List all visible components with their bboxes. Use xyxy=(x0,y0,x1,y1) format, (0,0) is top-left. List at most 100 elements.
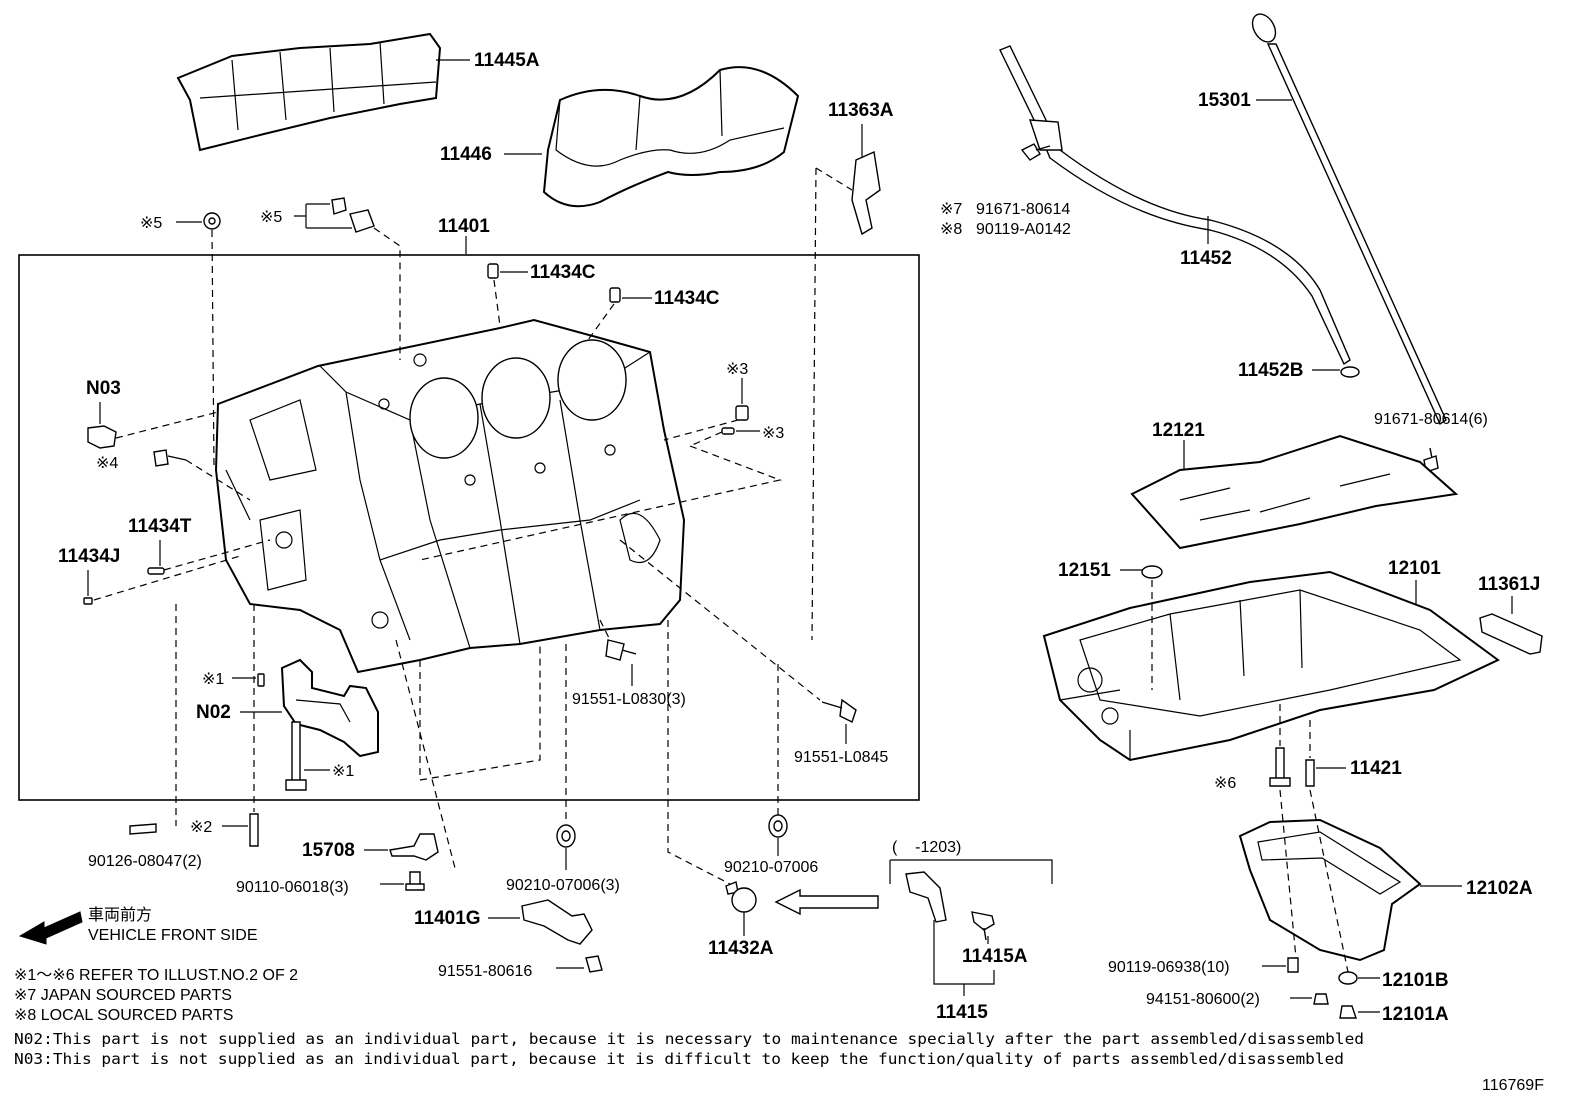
bolt-4 xyxy=(153,449,187,467)
dowel-pin-11434C-b xyxy=(609,287,621,303)
arrow-left-outline-icon xyxy=(774,888,879,916)
range-note: ( -1203) xyxy=(892,839,961,856)
pin-11434T xyxy=(147,567,165,575)
note-2: ※7 JAPAN SOURCED PARTS xyxy=(14,987,232,1004)
label-91551-L0845: 91551-L0845 xyxy=(794,749,888,766)
cylinder-block-group-frame xyxy=(18,254,920,801)
mark-7: ※7 xyxy=(940,201,962,218)
label-12121: 12121 xyxy=(1152,420,1205,441)
label-n03: N03 xyxy=(86,378,121,399)
label-11434T: 11434T xyxy=(128,516,192,537)
bracket-11363A xyxy=(851,150,881,236)
sensor-11401G xyxy=(521,899,593,945)
washer-5 xyxy=(203,212,221,230)
label-90210-07006: 90210-07006 xyxy=(724,859,818,876)
label-n02: N02 xyxy=(196,702,231,723)
direction-english: VEHICLE FRONT SIDE xyxy=(88,927,258,944)
arrow-left-icon xyxy=(18,911,83,945)
label-11401G: 11401G xyxy=(414,908,481,929)
label-90119-06938-10: 90119-06938(10) xyxy=(1108,959,1230,976)
stud-11421 xyxy=(1305,759,1315,787)
ref8-part: 90119-A0142 xyxy=(976,221,1071,238)
mark-6: ※6 xyxy=(1214,775,1236,792)
label-11415A: 11415A xyxy=(962,946,1028,967)
union-5 xyxy=(331,197,375,233)
direction-japanese: 車両前方 xyxy=(88,906,152,924)
label-91551-L0830-3: 91551-L0830(3) xyxy=(572,691,686,708)
label-91671-80614-6: 91671-80614(6) xyxy=(1374,411,1488,428)
label-90110-06018-3: 90110-06018(3) xyxy=(236,879,349,896)
stud-90126-08047 xyxy=(129,823,157,835)
dowel-pin-11434C-a xyxy=(487,263,499,279)
label-15708: 15708 xyxy=(302,840,355,861)
mark-5a: ※5 xyxy=(140,215,162,232)
label-12102A: 12102A xyxy=(1466,878,1533,899)
note-1: ※1～※6 REFER TO ILLUST.NO.2 OF 2 xyxy=(14,967,298,984)
bolt-11415A xyxy=(971,911,995,941)
label-90126-08047-2: 90126-08047(2) xyxy=(88,853,202,870)
gasket-90210-07006-3 xyxy=(556,824,576,848)
gasket-90210-07006 xyxy=(768,814,788,838)
bracket-11361J xyxy=(1479,613,1543,655)
label-11452: 11452 xyxy=(1180,248,1232,269)
oil-baffle-plate-12121 xyxy=(1130,434,1459,550)
label-11415: 11415 xyxy=(936,1002,988,1023)
mark-1b: ※1 xyxy=(332,763,354,780)
bolt-90119-06938 xyxy=(1287,957,1299,973)
label-12101: 12101 xyxy=(1388,558,1441,579)
bolt-91551-L0845 xyxy=(821,698,857,723)
label-11446: 11446 xyxy=(440,144,492,165)
pin-2 xyxy=(249,813,259,847)
nut-94151-80600 xyxy=(1313,993,1329,1005)
mark-3a: ※3 xyxy=(726,361,748,378)
label-90210-07006-3: 90210-07006(3) xyxy=(506,877,620,894)
bolt-91671-80614 xyxy=(1020,143,1051,161)
plug-n03 xyxy=(87,425,117,449)
label-11432A: 11432A xyxy=(708,938,774,959)
label-11445A: 11445A xyxy=(474,50,540,71)
bolt-91551-L0830 xyxy=(605,639,637,661)
label-11452B: 11452B xyxy=(1238,360,1304,381)
ref7-part: 91671-80614 xyxy=(976,201,1070,218)
mark-1a: ※1 xyxy=(202,671,224,688)
drain-plug-12101A xyxy=(1339,1005,1357,1019)
mark-8: ※8 xyxy=(940,221,962,238)
mark-4: ※4 xyxy=(96,455,118,472)
o-ring-12151 xyxy=(1141,565,1163,579)
sensor-11415 xyxy=(905,871,947,923)
label-11401: 11401 xyxy=(438,216,490,237)
oil-level-gauge-15301 xyxy=(1251,13,1447,426)
cylinder-block-11401 xyxy=(214,318,686,674)
mark-3b: ※3 xyxy=(762,425,784,442)
oil-jet-15708 xyxy=(389,833,439,861)
bearing-cap-n02 xyxy=(280,658,379,758)
bolt-91551-80616 xyxy=(585,955,603,973)
illustration-id: 116769F xyxy=(1482,1077,1544,1094)
note-n02: N02:This part is not supplied as an indi… xyxy=(14,1030,1364,1048)
bolt-6 xyxy=(1269,747,1291,787)
note-3: ※8 LOCAL SOURCED PARTS xyxy=(14,1007,233,1024)
label-12101A: 12101A xyxy=(1382,1004,1449,1025)
pin-1a xyxy=(257,673,265,687)
o-ring-11452B xyxy=(1340,366,1360,378)
label-11361J: 11361J xyxy=(1478,574,1540,595)
label-12101B: 12101B xyxy=(1382,970,1449,991)
oil-pan-sub-12102A xyxy=(1238,818,1422,962)
bolt-90110-06018 xyxy=(405,871,425,891)
oil-level-gauge-guide-11452 xyxy=(999,45,1351,366)
bolt-1b xyxy=(285,721,307,791)
label-91551-80616: 91551-80616 xyxy=(438,963,532,980)
engine-cover-11445A xyxy=(176,32,442,152)
pin-3a xyxy=(735,405,749,421)
pin-3b xyxy=(721,427,735,435)
plug-11432A xyxy=(725,881,757,913)
engine-cover-11446 xyxy=(542,66,800,208)
label-11421: 11421 xyxy=(1350,758,1402,779)
label-11434J: 11434J xyxy=(58,546,120,567)
mark-2: ※2 xyxy=(190,819,212,836)
mark-5b: ※5 xyxy=(260,209,282,226)
note-n03: N03:This part is not supplied as an indi… xyxy=(14,1050,1344,1068)
pin-11434J xyxy=(83,597,93,605)
gasket-12101B xyxy=(1338,971,1358,985)
